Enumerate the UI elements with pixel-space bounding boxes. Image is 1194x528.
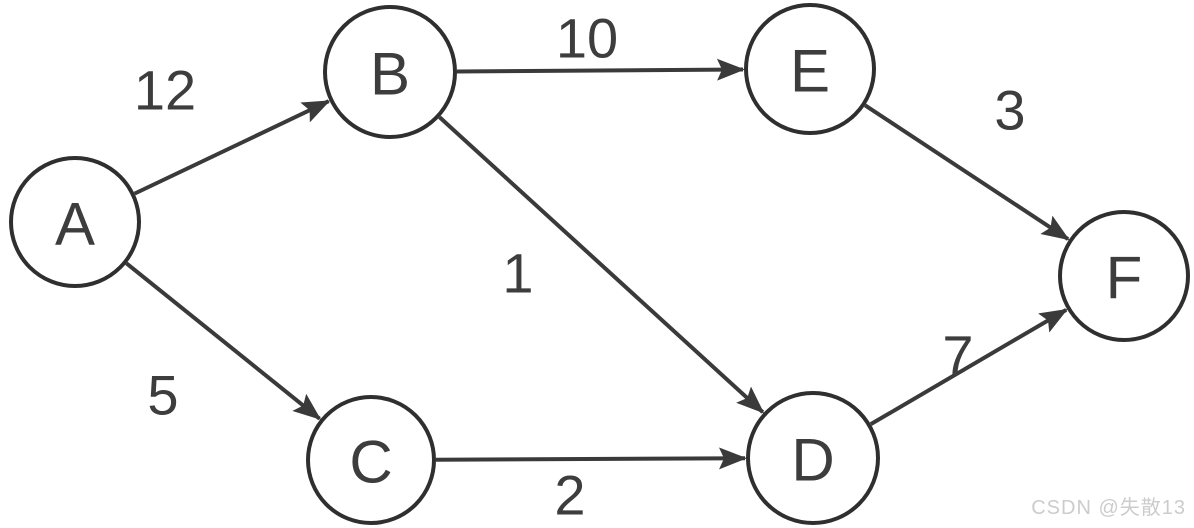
edge-weight-A-B: 12 (134, 59, 196, 122)
csdn-watermark: CSDN @失散13 (1031, 497, 1186, 519)
edge-weight-A-C: 5 (147, 364, 178, 427)
edge-weight-B-D: 1 (502, 242, 533, 305)
node-label-A: A (55, 191, 95, 258)
edge-C-D (435, 447, 748, 470)
edge-weight-B-E: 10 (556, 7, 618, 70)
node-label-F: F (1106, 245, 1143, 312)
node-D (746, 391, 880, 525)
node-E (744, 3, 876, 135)
node-label-B: B (370, 41, 410, 108)
node-B (323, 5, 457, 139)
edge-B-D (438, 115, 765, 414)
edge-B-E (456, 58, 746, 81)
node-C (306, 395, 436, 525)
edge-A-C (125, 261, 322, 421)
node-F (1058, 210, 1190, 342)
node-label-D: D (791, 427, 834, 494)
edge-E-F (864, 103, 1070, 241)
edge-weight-C-D: 2 (554, 464, 585, 527)
edge-A-B (133, 99, 331, 196)
edge-weight-D-F: 7 (942, 324, 973, 387)
edge-D-F (869, 308, 1068, 426)
node-label-E: E (790, 38, 830, 105)
node-A (9, 156, 141, 288)
node-label-C: C (349, 429, 392, 496)
edge-weight-E-F: 3 (994, 79, 1025, 142)
